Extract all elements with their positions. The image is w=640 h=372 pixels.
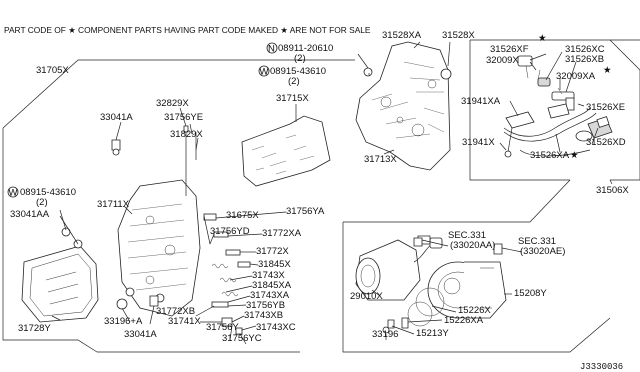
label-08911-20610: 08911-20610: [278, 43, 333, 54]
star-mark: ★: [603, 65, 612, 76]
label-15213y: 15213Y: [416, 328, 449, 339]
label-33041aa: 33041AA: [10, 209, 50, 220]
solenoid-harness-assembly: ★ ★ ★: [503, 33, 613, 161]
label-31728y: 31728Y: [18, 323, 51, 334]
label-31941xa: 31941XA: [461, 96, 501, 107]
label-33196a: 33196+A: [104, 316, 143, 327]
label-31941x: 31941X: [462, 137, 495, 148]
label-33041a-bot: 33041A: [124, 329, 157, 340]
label-08915-left: 08915-43610: [20, 187, 76, 198]
label-31743x: 31743X: [252, 270, 285, 281]
label-31528xa: 31528XA: [382, 30, 422, 41]
label-31756y: 31756Y: [206, 322, 239, 333]
label-31845xa: 31845XA: [252, 280, 292, 291]
label-31526xb: 31526XB: [565, 54, 604, 65]
label-15208y: 15208Y: [514, 288, 547, 299]
label-31756yd: 31756YD: [210, 226, 250, 237]
w-symbol: W: [260, 67, 269, 78]
label-31713x: 31713X: [364, 154, 397, 165]
label-29010x: 29010X: [350, 291, 383, 302]
label-31711x: 31711X: [97, 199, 130, 210]
label-31675x: 31675X: [226, 210, 259, 221]
fastener-symbols: N W W: [7, 42, 278, 199]
label-31772x: 31772X: [256, 246, 289, 257]
label-31526xa: 31526XA: [530, 150, 570, 161]
star-mark: ★: [538, 33, 547, 44]
label-31756ye: 31756YE: [164, 112, 203, 123]
label-31526xf: 31526XF: [490, 44, 529, 55]
label-15226x: 15226X: [458, 305, 491, 316]
diagram-reference: J3330036: [580, 362, 623, 372]
label-31756yc: 31756YC: [222, 333, 262, 344]
label-31743xa: 31743XA: [250, 290, 290, 301]
separator-plate: [241, 115, 331, 187]
header-note: PART CODE OF ★ COMPONENT PARTS HAVING PA…: [4, 25, 371, 35]
label-31526xc: 31526XC: [565, 44, 605, 55]
label-31756yb: 31756YB: [246, 300, 285, 311]
star-mark: ★: [570, 150, 579, 161]
label-sec331-a: SEC.331: [448, 230, 486, 241]
label-31526xd: 31526XD: [586, 137, 626, 148]
label-31829x: 31829X: [170, 129, 203, 140]
bolts-and-washers: [61, 139, 159, 310]
leader-lines: [51, 41, 613, 345]
label-31741x: 31741X: [168, 316, 201, 327]
label-31526xe: 31526XE: [586, 102, 625, 113]
motor-assembly: [355, 235, 443, 301]
label-31772xa: 31772XA: [262, 228, 302, 239]
label-31772xb: 31772XB: [156, 306, 195, 317]
label-32829x: 32829X: [156, 98, 189, 109]
oil-strainer: [21, 245, 99, 323]
label-sec331-b: SEC.331: [518, 236, 556, 247]
label-sec331-a-ref: (33020AA): [450, 240, 495, 251]
label-08915-top: 08915-43610: [270, 66, 326, 77]
oil-pump-assembly: [382, 237, 507, 334]
label-31756ya: 31756YA: [286, 206, 325, 217]
label-08911-qty: (2): [294, 53, 306, 64]
label-31845x: 31845X: [258, 259, 291, 270]
upper-valve-body: [355, 41, 452, 171]
label-15226xa: 15226XA: [444, 315, 484, 326]
label-31705x: 31705X: [36, 65, 69, 76]
label-31743xc: 31743XC: [256, 322, 296, 333]
control-valve-body: [117, 125, 201, 317]
n-symbol: N: [268, 44, 275, 55]
label-08915-top-qty: (2): [288, 76, 300, 87]
label-31528x: 31528X: [442, 30, 475, 41]
frame-lines: [2, 39, 640, 353]
label-33196: 33196: [372, 329, 398, 340]
label-08915-left-qty: (2): [36, 197, 48, 208]
label-31715x: 31715X: [276, 93, 309, 104]
label-31743xb: 31743XB: [244, 310, 283, 321]
part-labels: 31705X 33041A 32829X 31756YE 31829X 0891…: [10, 30, 629, 372]
w-symbol: W: [9, 188, 18, 199]
label-31506x: 31506X: [596, 185, 629, 196]
label-32009x: 32009X: [486, 55, 519, 66]
label-33041a-top: 33041A: [100, 112, 133, 123]
label-32009xa: 32009XA: [556, 71, 596, 82]
label-sec331-b-ref: (33020AE): [520, 246, 565, 257]
